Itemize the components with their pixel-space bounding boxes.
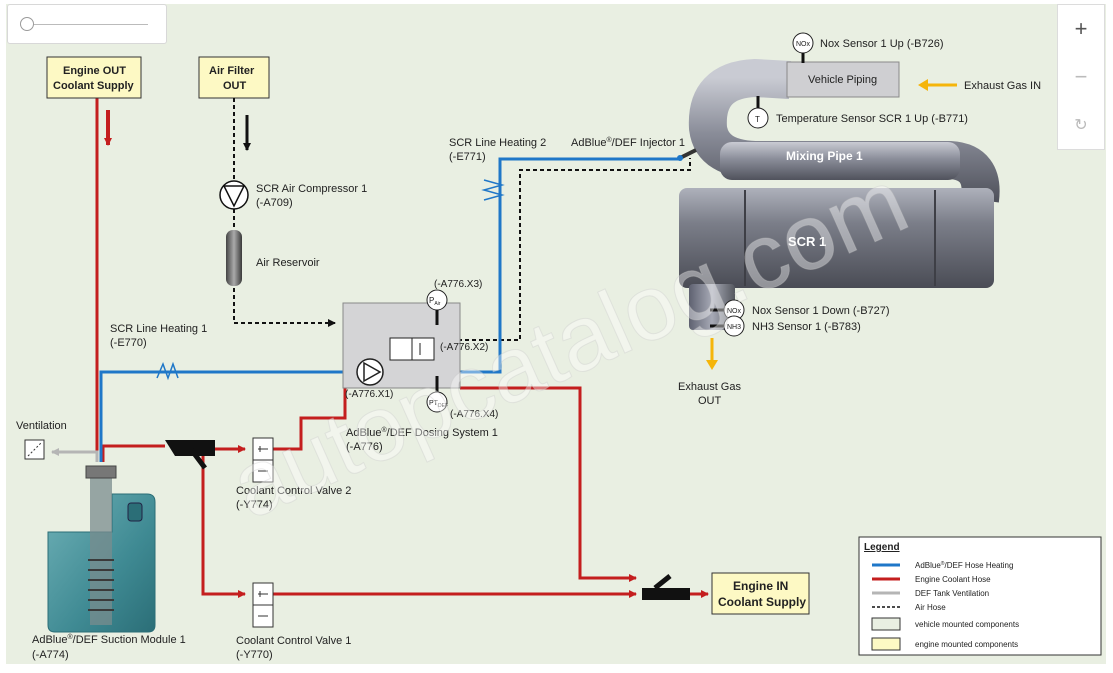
coolant-valve-2-out xyxy=(273,388,347,451)
scr-label: SCR 1 xyxy=(788,234,826,249)
zoom-in-button[interactable]: + xyxy=(1074,16,1088,41)
line-heating-1-label-1: SCR Line Heating 1 xyxy=(110,323,207,335)
vehicle-piping-label: Vehicle Piping xyxy=(808,74,877,86)
engine-out-label-2: Coolant Supply xyxy=(53,80,135,92)
air-filter-box xyxy=(198,56,270,99)
nh3-sensor-label: NH3 Sensor 1 (-B783) xyxy=(752,321,861,333)
exhaust-out-arrowhead xyxy=(706,360,718,370)
outlet-pipe xyxy=(689,284,735,330)
engine-in-label-2: Coolant Supply xyxy=(718,595,806,609)
legend-swatch xyxy=(871,617,901,631)
coolant-to-splitter xyxy=(101,444,165,462)
line-heating-1-icon xyxy=(156,361,179,381)
suction-label: AdBlue®/DEF Suction Module 1 xyxy=(32,633,186,646)
valve-2-label-1: Coolant Control Valve 2 xyxy=(236,485,351,497)
exhaust-assembly: Vehicle Piping Mixing Pipe 1 SCR 1 xyxy=(679,58,1000,330)
x3-label: (-A776.X3) xyxy=(434,279,482,290)
air-to-injector xyxy=(437,158,691,341)
mixing-pipe-loop xyxy=(688,58,1000,203)
exhaust-in-label: Exhaust Gas IN xyxy=(964,80,1041,92)
map-controls: + − ↻ xyxy=(1057,4,1105,150)
zoom-slider[interactable] xyxy=(7,4,167,44)
x4-label: (-A776.X4) xyxy=(450,409,498,420)
vehicle-piping xyxy=(786,61,900,98)
zoom-out-button[interactable]: − xyxy=(1074,64,1088,89)
coolant-splitter-branch xyxy=(188,446,207,470)
ventilation-filter-slash xyxy=(27,442,42,457)
coolant-control-valve-1 xyxy=(252,582,274,628)
zoom-slider-handle[interactable] xyxy=(20,17,34,31)
air-to-dosing xyxy=(233,288,336,327)
scr-1-body xyxy=(679,188,994,288)
def-pressure-temp-sensor-letter: PTDEF xyxy=(429,400,448,409)
valve-1-label-1: Coolant Control Valve 1 xyxy=(236,635,351,647)
engine-in-label-1: Engine IN xyxy=(733,579,788,593)
ventilation-line xyxy=(51,448,99,462)
legend-swatch xyxy=(871,637,901,651)
coolant-hoses xyxy=(95,98,709,598)
coolant-dosing-out xyxy=(460,386,637,582)
nh3-sensor-icon xyxy=(723,315,745,337)
def-injector-icon xyxy=(677,148,697,161)
air-filter-label-2: OUT xyxy=(223,80,247,92)
valve-2-label-2: (-Y774) xyxy=(236,499,273,511)
reset-view-button[interactable]: ↻ xyxy=(1074,117,1088,134)
coolant-control-valve-2 xyxy=(252,437,274,483)
diagram-canvas[interactable]: Vehicle Piping Mixing Pipe 1 SCR 1 Exhau… xyxy=(6,4,1106,664)
air-reservoir-icon xyxy=(226,230,242,286)
nox-down-label: Nox Sensor 1 Down (-B727) xyxy=(752,305,890,317)
valve-1-label-2: (-Y770) xyxy=(236,649,273,661)
legend-label: engine mounted components xyxy=(915,640,1018,649)
line-heating-2-icon xyxy=(481,179,505,201)
legend-label: vehicle mounted components xyxy=(915,620,1019,629)
dosing-label: AdBlue®/DEF Dosing System 1 xyxy=(346,426,498,439)
ventilation-label: Ventilation xyxy=(16,420,67,432)
engine-in-box xyxy=(711,572,810,615)
mixing-pipe-label: Mixing Pipe 1 xyxy=(786,149,863,163)
legend-label: Air Hose xyxy=(915,603,946,612)
watermark: autopcatalog.com xyxy=(217,150,922,539)
scr-system-diagram: Vehicle Piping Mixing Pipe 1 SCR 1 Exhau… xyxy=(16,32,1102,661)
suction-code-label: (-A774) xyxy=(32,649,69,661)
coolant-to-valve-1 xyxy=(201,456,246,598)
temperature-sensor-letter: T xyxy=(755,115,760,124)
temperature-sensor-label: Temperature Sensor SCR 1 Up (-B771) xyxy=(776,113,968,125)
x1-label: (-A776.X1) xyxy=(345,389,393,400)
air-compressor-triangle xyxy=(222,185,246,208)
injector-label: AdBlue®/DEF Injector 1 xyxy=(571,136,685,149)
def-suction-line xyxy=(99,370,355,462)
air-filter-label-1: Air Filter xyxy=(209,65,255,77)
mixing-pipe-1 xyxy=(720,142,960,180)
air-pressure-sensor-letter: PAir xyxy=(429,296,441,307)
exhaust-in-arrowhead xyxy=(918,79,928,91)
nox-down-sensor-letter: NOx xyxy=(727,308,742,315)
dosing-code-label: (-A776) xyxy=(346,441,383,453)
x2-label: (-A776.X2) xyxy=(440,342,488,353)
dosing-pump-triangle xyxy=(363,361,382,383)
exhaust-out-label-2: OUT xyxy=(698,395,722,407)
engine-out-box xyxy=(46,56,142,99)
line-heating-1-label-2: (-E770) xyxy=(110,337,147,349)
air-compressor-label-2: (-A709) xyxy=(256,197,293,209)
nox-up-label: Nox Sensor 1 Up (-B726) xyxy=(820,38,944,50)
exhaust-out-label-1: Exhaust Gas xyxy=(678,381,741,393)
line-heating-2-label-1: SCR Line Heating 2 xyxy=(449,137,546,149)
engine-out-label-1: Engine OUT xyxy=(63,65,126,77)
legend-title: Legend xyxy=(864,542,900,553)
coolant-joiner-lower xyxy=(642,588,690,600)
nox-up-sensor-letter: NOx xyxy=(796,41,811,48)
legend-label: DEF Tank Ventilation xyxy=(915,589,989,598)
air-compressor-label-1: SCR Air Compressor 1 xyxy=(256,183,367,195)
zoom-slider-track[interactable] xyxy=(28,24,148,25)
air-reservoir-label: Air Reservoir xyxy=(256,257,320,269)
coolant-joiner-branch xyxy=(653,574,672,590)
line-heating-2-label-2: (-E771) xyxy=(449,151,486,163)
legend-label: Engine Coolant Hose xyxy=(915,575,991,584)
def-suction-module-tank xyxy=(47,465,156,633)
nh3-sensor-letter: NH3 xyxy=(727,324,741,331)
legend-label: AdBlue®/DEF Hose Heating xyxy=(915,560,1013,570)
